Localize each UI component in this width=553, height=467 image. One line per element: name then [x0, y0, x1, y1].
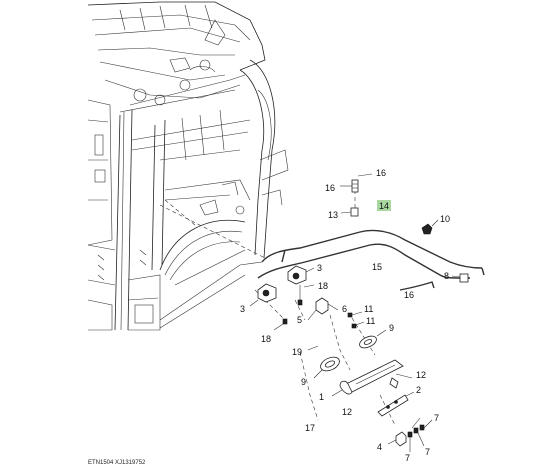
callout-19: 19 [292, 347, 302, 357]
hardware-4-7 [387, 417, 433, 452]
callout-7-c: 7 [425, 447, 430, 457]
callout-9-lower: 9 [301, 377, 306, 387]
callout-14-highlight [377, 200, 391, 211]
drawing-reference-code: ETN1504 XJ1319752 [88, 460, 146, 466]
fitting-12 [389, 373, 413, 389]
screw-18-upper [297, 284, 315, 306]
callout-3-right: 3 [317, 263, 322, 273]
callout-10: 10 [440, 214, 450, 224]
valve-3-right [287, 265, 315, 285]
callout-4: 4 [377, 442, 382, 452]
callout-3-left: 3 [240, 304, 245, 314]
callout-18-lower: 18 [261, 334, 271, 344]
callout-2: 2 [416, 385, 421, 395]
callout-5: 5 [297, 315, 302, 325]
grommet-9-lower [313, 356, 340, 379]
callout-8: 8 [444, 271, 449, 281]
screw-18-lower [273, 318, 288, 331]
clamp-13 [340, 207, 359, 217]
hose-15 [257, 243, 470, 279]
callout-18-upper: 18 [318, 281, 328, 291]
fitting-5 [307, 297, 339, 321]
grommet-9-upper [359, 329, 387, 349]
callout-11-a: 11 [364, 304, 373, 314]
bolt-19 [307, 345, 319, 351]
fitting-8 [451, 273, 469, 283]
callout-9-upper: 9 [389, 323, 394, 333]
callout-12-b: 12 [342, 407, 352, 417]
dashed-leaders [159, 190, 396, 426]
screw-11-a [347, 311, 363, 318]
callout-13: 13 [328, 210, 338, 220]
callout-11-b: 11 [366, 316, 375, 326]
callout-labels: 16 16 13 14 10 3 18 3 15 8 16 5 6 11 11 … [240, 168, 450, 463]
callout-14: 14 [379, 201, 389, 211]
callout-1: 1 [319, 392, 324, 402]
callout-16-a: 16 [325, 183, 335, 193]
callout-12-a: 12 [416, 370, 426, 380]
callout-7-a: 7 [434, 413, 439, 423]
screw-11-b [351, 321, 365, 329]
callout-17: 17 [305, 423, 315, 433]
valve-3-left [249, 283, 277, 307]
bracket-2 [377, 391, 415, 417]
fitting-16-top [340, 173, 373, 193]
manifold-1 [331, 359, 404, 397]
hose-16-lower [399, 281, 435, 291]
callout-7-b: 7 [405, 453, 410, 463]
callout-15: 15 [372, 262, 382, 272]
plug-10 [421, 219, 439, 235]
hose-assembly-14 [261, 229, 485, 276]
callout-6: 6 [342, 304, 347, 314]
callout-16-c: 16 [404, 290, 414, 300]
cab-frame-drawing [87, 1, 289, 331]
callout-16-b: 16 [376, 168, 386, 178]
